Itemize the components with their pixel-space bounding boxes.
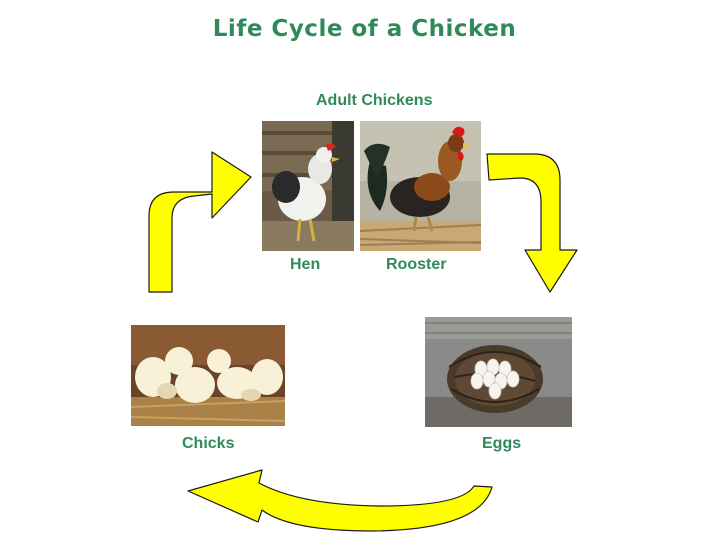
chicks-label: Chicks — [182, 435, 235, 452]
hen-photo — [262, 121, 354, 251]
rooster-photo — [360, 121, 481, 251]
diagram-title: Life Cycle of a Chicken — [212, 16, 517, 42]
adult-chickens-label: Adult Chickens — [316, 92, 433, 109]
chicks-photo — [131, 325, 285, 426]
eggs-in-nest-photo — [425, 317, 572, 427]
curved-arrow-icon — [486, 153, 578, 293]
curved-arrow-icon — [187, 469, 493, 532]
curved-arrow-icon — [148, 151, 252, 293]
hen-label: Hen — [290, 256, 321, 273]
rooster-label: Rooster — [386, 256, 447, 273]
eggs-label: Eggs — [482, 435, 522, 452]
